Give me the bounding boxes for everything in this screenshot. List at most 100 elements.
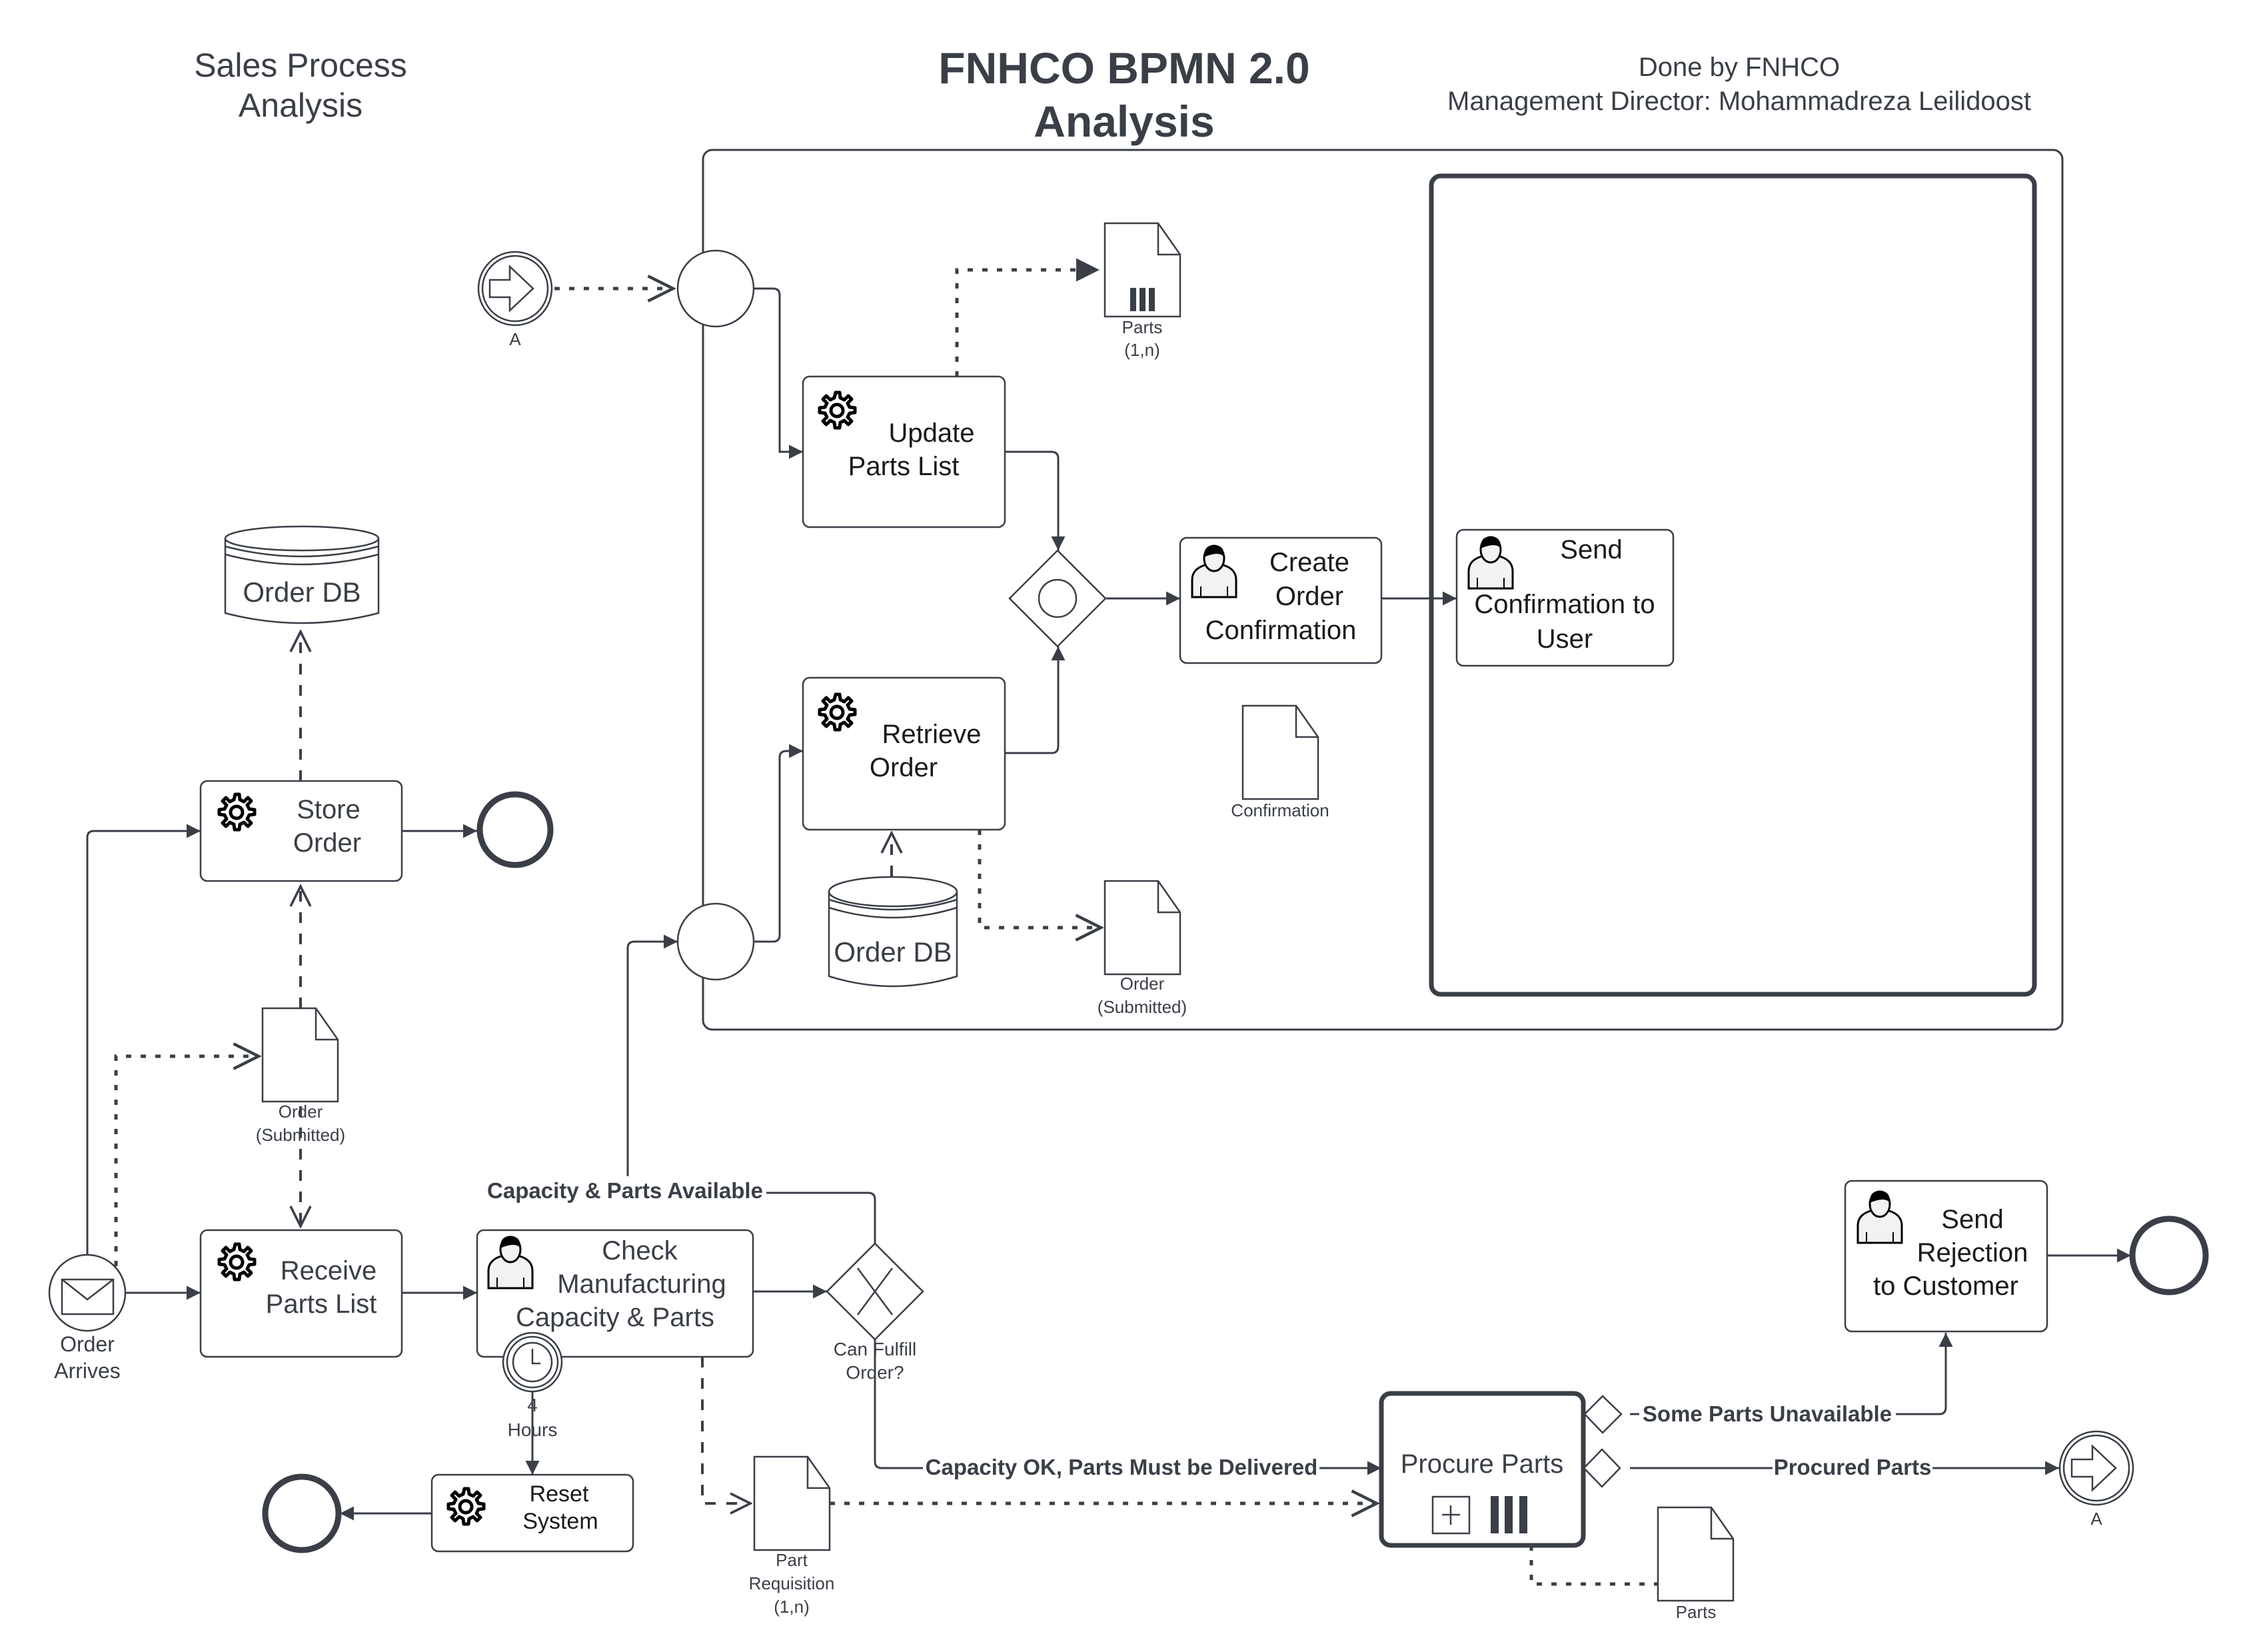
data-object-parts-collection[interactable]: Parts (1,n) xyxy=(1104,222,1181,360)
end-event-rejection[interactable] xyxy=(2129,1216,2209,1295)
gear-icon xyxy=(219,794,255,830)
timer-label-2: Hours xyxy=(508,1419,558,1440)
data-object-order-submitted-left[interactable]: Order (Submitted) xyxy=(256,1007,345,1145)
link-catch-event-a[interactable]: A xyxy=(477,251,553,349)
svg-text:Order: Order xyxy=(870,753,938,782)
svg-text:Parts List: Parts List xyxy=(266,1289,377,1319)
data-store-order-db-inner[interactable]: Order DB xyxy=(828,876,958,988)
conditional-boundary-unavailable[interactable] xyxy=(1583,1395,1623,1434)
arrow-right-icon xyxy=(2070,1444,2117,1492)
order-arrives-label-1: Order xyxy=(60,1332,115,1356)
link-throw-event-a[interactable]: A xyxy=(2058,1430,2134,1529)
label-some-parts-unavailable: Some Parts Unavailable xyxy=(1639,1399,1896,1429)
subprocess-procure-parts[interactable]: Procure Parts xyxy=(1379,1391,1586,1548)
gateway-label-1: Can Fulfill xyxy=(834,1339,916,1359)
task-update-parts-list[interactable]: Update Parts List xyxy=(802,375,1006,528)
svg-text:Part: Part xyxy=(776,1550,808,1570)
link-a-label: A xyxy=(509,329,521,349)
svg-text:Order: Order xyxy=(1120,974,1165,994)
gear-icon xyxy=(820,694,855,730)
svg-text:Order: Order xyxy=(279,1102,323,1122)
left-title-line-2: Analysis xyxy=(239,87,363,124)
svg-text:Confirmation to: Confirmation to xyxy=(1474,590,1655,619)
svg-text:(Submitted): (Submitted) xyxy=(1098,997,1187,1017)
flow-unavailable-to-rejection xyxy=(1630,1333,1953,1415)
svg-text:Order: Order xyxy=(1275,582,1343,611)
task-reset-system[interactable]: Reset System xyxy=(430,1473,634,1553)
svg-text:(1,n): (1,n) xyxy=(774,1597,809,1617)
collection-icon xyxy=(1130,288,1155,311)
svg-text:Send: Send xyxy=(1560,535,1622,564)
x-marker-icon xyxy=(856,1267,894,1315)
data-store-order-db-left[interactable]: Order DB xyxy=(224,525,380,624)
svg-text:Check: Check xyxy=(602,1236,678,1265)
data-object-part-requisition[interactable]: Part Requisition (1,n) xyxy=(749,1455,835,1617)
assoc-check-to-requisition xyxy=(701,1357,750,1503)
multi-instance-icon xyxy=(1491,1496,1527,1533)
task-create-order-confirmation[interactable]: Create Order Confirmation xyxy=(1179,536,1383,664)
svg-text:(1,n): (1,n) xyxy=(1124,340,1159,360)
svg-text:Manufacturing: Manufacturing xyxy=(557,1269,726,1299)
clock-icon xyxy=(512,1341,553,1383)
arrow-right-icon xyxy=(488,265,534,313)
gear-icon xyxy=(820,393,855,428)
envelope-icon xyxy=(61,1278,115,1315)
expand-plus-icon[interactable] xyxy=(1431,1495,1471,1535)
label-capacity-parts-available: Capacity & Parts Available xyxy=(483,1176,766,1206)
svg-text:Parts: Parts xyxy=(1676,1602,1717,1622)
svg-text:to Customer: to Customer xyxy=(1873,1271,2018,1301)
svg-text:(Submitted): (Submitted) xyxy=(256,1125,345,1145)
flow-inner-top-to-update xyxy=(754,287,803,459)
svg-text:Confirmation: Confirmation xyxy=(1231,800,1329,820)
conditional-boundary-procured[interactable] xyxy=(1583,1448,1621,1488)
gateway-label-2: Order? xyxy=(846,1362,904,1383)
order-arrives-start-event[interactable]: Order Arrives xyxy=(48,1253,127,1383)
end-event-reset[interactable] xyxy=(262,1473,342,1553)
task-check-manufacturing-capacity[interactable]: Check Manufacturing Capacity & Parts xyxy=(476,1229,754,1358)
svg-text:System: System xyxy=(522,1509,598,1534)
svg-text:Receive: Receive xyxy=(281,1256,377,1285)
svg-text:Reset: Reset xyxy=(530,1481,589,1507)
svg-text:Procure Parts: Procure Parts xyxy=(1401,1449,1564,1479)
svg-text:Capacity & Parts: Capacity & Parts xyxy=(516,1303,714,1332)
credit-line-2: Management Director: Mohammadreza Leilid… xyxy=(1447,87,2031,116)
task-receive-parts-list[interactable]: Receive Parts List xyxy=(199,1229,403,1358)
svg-text:User: User xyxy=(1537,624,1593,654)
flow-gateway-to-procure xyxy=(874,1339,1381,1475)
task-send-confirmation-to-user[interactable]: Send Confirmation to User xyxy=(1455,528,1675,667)
main-title-line-1: FNHCO BPMN 2.0 xyxy=(938,43,1309,93)
svg-text:Order DB: Order DB xyxy=(243,576,361,608)
assoc-arrives-to-order xyxy=(114,1056,259,1266)
task-retrieve-order[interactable]: Retrieve Order xyxy=(802,676,1006,831)
inner-bottom-intermediate-event[interactable] xyxy=(676,902,755,981)
end-event-store[interactable] xyxy=(476,791,554,868)
exclusive-gateway-can-fulfill[interactable]: Can Fulfill Order? xyxy=(826,1242,924,1383)
gear-icon xyxy=(448,1489,484,1524)
svg-text:Capacity & Parts Available: Capacity & Parts Available xyxy=(487,1178,763,1203)
event-based-gateway[interactable] xyxy=(1008,549,1107,648)
svg-text:Store: Store xyxy=(297,795,361,824)
data-object-confirmation[interactable]: Confirmation xyxy=(1231,704,1329,820)
svg-text:Procured Parts: Procured Parts xyxy=(1774,1455,1932,1479)
task-send-rejection-to-customer[interactable]: Send Rejection to Customer xyxy=(1844,1180,2048,1333)
timer-boundary-event[interactable]: 4 Hours xyxy=(502,1331,563,1440)
data-object-parts-bottom[interactable]: Parts xyxy=(1657,1506,1735,1622)
credit-line-1: Done by FNHCO xyxy=(1639,53,1840,82)
task-store-order[interactable]: Store Order xyxy=(199,780,403,882)
data-object-order-submitted-inner[interactable]: Order (Submitted) xyxy=(1098,880,1187,1017)
svg-text:Create: Create xyxy=(1269,548,1349,577)
assoc-procure-to-parts xyxy=(1529,1545,1658,1586)
timer-label-1: 4 xyxy=(527,1395,538,1415)
svg-text:Order: Order xyxy=(293,828,361,858)
svg-text:Parts List: Parts List xyxy=(848,452,960,481)
flow-retrieve-to-gateway xyxy=(1005,646,1066,754)
flow-inner-bottom-to-retrieve xyxy=(754,744,803,943)
inner-top-intermediate-event[interactable] xyxy=(676,249,755,328)
order-arrives-label-2: Arrives xyxy=(54,1359,121,1383)
outer-subprocess-frame xyxy=(702,149,2064,1031)
svg-text:Confirmation: Confirmation xyxy=(1205,616,1357,645)
label-procured-parts: Procured Parts xyxy=(1773,1453,1932,1482)
svg-text:Some Parts Unavailable: Some Parts Unavailable xyxy=(1643,1401,1892,1426)
svg-text:Update: Update xyxy=(889,418,975,448)
assoc-update-to-parts xyxy=(955,258,1100,377)
